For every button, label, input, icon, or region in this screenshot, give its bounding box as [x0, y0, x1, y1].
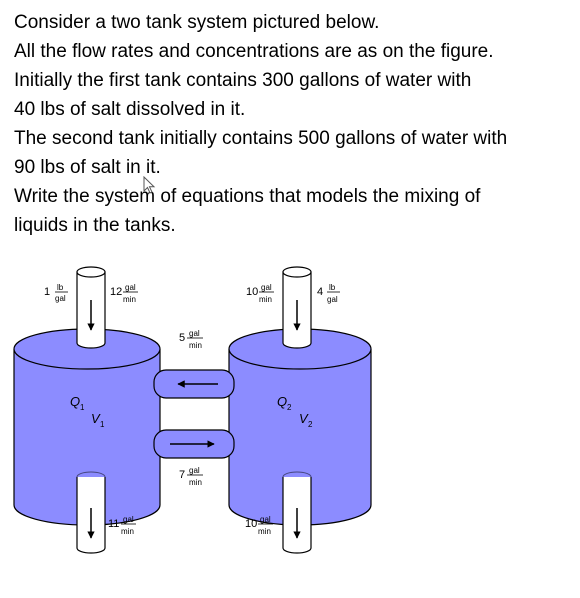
- variable-subscript: 1: [100, 420, 105, 429]
- tank-1-volume-label: V 1: [91, 411, 105, 429]
- tank-2-inflow-rate-label: 10 gal min: [246, 283, 274, 304]
- problem-line-1: Consider a two tank system pictured belo…: [14, 12, 380, 33]
- fraction-value: 11: [108, 518, 119, 530]
- fraction-value: 5: [179, 332, 185, 344]
- problem-line-3: Initially the first tank contains 300 ga…: [14, 70, 472, 91]
- pipe-1-to-2: [153, 429, 235, 459]
- fraction-numerator: gal: [189, 329, 200, 338]
- fraction-numerator: gal: [189, 466, 200, 475]
- fraction-value: 7: [179, 469, 185, 481]
- pipe-1-to-2-rate-label: 7 gal min: [179, 466, 203, 487]
- fraction-denominator: min: [123, 295, 136, 304]
- tank-1: [13, 328, 161, 526]
- fraction-value: 1: [44, 286, 50, 298]
- fraction-denominator: min: [259, 295, 272, 304]
- fraction-numerator: gal: [123, 515, 134, 524]
- variable-symbol: V: [91, 411, 101, 426]
- tank-1-outflow-rate-label: 11 gal min: [108, 515, 136, 536]
- pipe-2-to-1-rate-label: 5 gal min: [179, 329, 203, 350]
- fraction-numerator: gal: [261, 283, 272, 292]
- mouse-cursor-icon: [143, 176, 156, 194]
- variable-subscript: 1: [80, 403, 85, 412]
- fraction-numerator: gal: [260, 515, 271, 524]
- tank-1-amount-label: Q 1: [70, 394, 85, 412]
- fraction-numerator: lb: [57, 283, 64, 292]
- fraction-denominator: min: [189, 341, 202, 350]
- fraction-numerator: gal: [125, 283, 136, 292]
- fraction-numerator: lb: [329, 283, 336, 292]
- variable-symbol: Q: [70, 394, 80, 409]
- tank-2-inflow-concentration-label: 4 lb gal: [317, 283, 340, 304]
- tank-2-outflow-rate-label: 10 gal min: [245, 515, 273, 536]
- variable-subscript: 2: [308, 420, 313, 429]
- tank-2-amount-label: Q 2: [277, 394, 292, 412]
- pipe-2-to-1: [153, 369, 235, 399]
- variable-subscript: 2: [287, 403, 292, 412]
- fraction-denominator: gal: [55, 294, 66, 303]
- variable-symbol: V: [299, 411, 309, 426]
- fraction-denominator: min: [189, 478, 202, 487]
- fraction-denominator: min: [258, 527, 271, 536]
- tank-1-inflow-concentration-label: 1 lb gal: [44, 283, 68, 303]
- problem-line-8: liquids in the tanks.: [14, 215, 176, 236]
- fraction-denominator: gal: [327, 295, 338, 304]
- tank-2-outlet-pipe: [282, 471, 312, 554]
- problem-line-2: All the flow rates and concentrations ar…: [14, 41, 494, 62]
- variable-symbol: Q: [277, 394, 287, 409]
- fraction-value: 10: [246, 286, 258, 298]
- fraction-value: 4: [317, 286, 323, 298]
- fraction-value: 10: [245, 518, 257, 530]
- tank-1-outlet-pipe: [76, 471, 106, 554]
- problem-line-5: The second tank initially contains 500 g…: [14, 128, 508, 149]
- fraction-value: 12: [110, 286, 122, 298]
- problem-line-6: 90 lbs of salt in it.: [14, 157, 161, 178]
- tank-2-volume-label: V 2: [299, 411, 313, 429]
- tank-2-inlet-pipe: [282, 266, 312, 349]
- problem-statement: Consider a two tank system pictured belo…: [14, 8, 574, 240]
- problem-line-4: 40 lbs of salt dissolved in it.: [14, 99, 246, 120]
- tank-1-inflow-rate-label: 12 gal min: [110, 283, 138, 304]
- tank-2: [228, 328, 372, 526]
- tank-1-inlet-pipe: [76, 266, 106, 349]
- problem-line-7: Write the system of equations that model…: [14, 186, 481, 207]
- fraction-denominator: min: [121, 527, 134, 536]
